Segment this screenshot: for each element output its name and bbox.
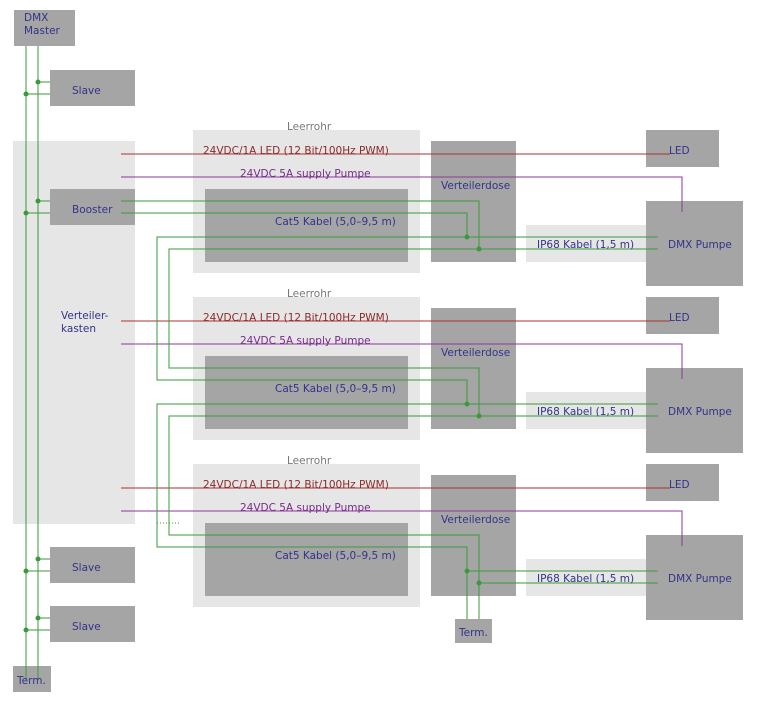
ip68-label-3: IP68 Kabel (1,5 m) — [537, 573, 634, 585]
led-cable-label-2: 24VDC/1A LED (12 Bit/100Hz PWM) — [203, 312, 389, 324]
slave-label-2: Slave — [72, 562, 101, 574]
term-label-right: Term. — [458, 627, 488, 639]
supply-label-3: 24VDC 5A supply Pumpe — [240, 502, 371, 514]
pump-label-3: DMX Pumpe — [668, 573, 732, 585]
booster-label: Booster — [72, 204, 113, 216]
slave-box-3 — [50, 606, 135, 642]
slave-box-2 — [50, 547, 135, 583]
junction-dots — [23, 79, 482, 633]
master-label-1: DMX — [24, 12, 48, 24]
slave-box-1 — [50, 70, 135, 106]
led-cable-label-1: 24VDC/1A LED (12 Bit/100Hz PWM) — [203, 145, 389, 157]
leerrohr-label-1: Leerrohr — [287, 121, 332, 133]
cat5-label-1: Cat5 Kabel (5,0–9,5 m) — [275, 216, 396, 228]
dmx-bus-lines — [25, 46, 658, 680]
pump-box-1 — [646, 201, 743, 286]
ip68-area-3 — [526, 559, 646, 596]
ip68-area-1 — [526, 225, 646, 262]
pump-box-3 — [646, 535, 743, 620]
led-box-2 — [646, 297, 719, 334]
term-label-left: Term. — [16, 675, 46, 687]
verteilerdose-label-1: Verteilerdose — [441, 180, 510, 192]
verteilerkasten-label-2: kasten — [61, 323, 96, 335]
supply-label-2: 24VDC 5A supply Pumpe — [240, 335, 371, 347]
led-cables — [121, 153, 670, 489]
supply-label-1: 24VDC 5A supply Pumpe — [240, 168, 371, 180]
led-cable-label-3: 24VDC/1A LED (12 Bit/100Hz PWM) — [203, 479, 389, 491]
dmx-master-box — [14, 10, 75, 46]
pump-box-2 — [646, 368, 743, 453]
pump-label-1: DMX Pumpe — [668, 239, 732, 251]
pump-label-2: DMX Pumpe — [668, 406, 732, 418]
term-box-right — [455, 619, 492, 643]
ip68-label-2: IP68 Kabel (1,5 m) — [537, 406, 634, 418]
supply-cables — [121, 176, 683, 546]
verteilerdose-label-2: Verteilerdose — [441, 347, 510, 359]
led-label-1: LED — [669, 145, 690, 157]
ip68-area-2 — [526, 392, 646, 429]
led-label-2: LED — [669, 312, 690, 324]
cat5-label-2: Cat5 Kabel (5,0–9,5 m) — [275, 383, 396, 395]
led-box-1 — [646, 130, 719, 167]
verteilerdose-label-3: Verteilerdose — [441, 514, 510, 526]
booster-box — [50, 189, 135, 225]
led-label-3: LED — [669, 479, 690, 491]
slave-label-3: Slave — [72, 621, 101, 633]
verteilerkasten-label-1: Verteiler- — [61, 310, 109, 322]
slave-label-1: Slave — [72, 85, 101, 97]
cat5-label-3: Cat5 Kabel (5,0–9,5 m) — [275, 550, 396, 562]
ip68-label-1: IP68 Kabel (1,5 m) — [537, 239, 634, 251]
master-label-2: Master — [24, 25, 61, 37]
term-box-left — [13, 666, 51, 692]
dotted-links — [157, 511, 180, 535]
leerrohr-label-2: Leerrohr — [287, 288, 332, 300]
led-box-3 — [646, 464, 719, 501]
leerrohr-label-3: Leerrohr — [287, 455, 332, 467]
